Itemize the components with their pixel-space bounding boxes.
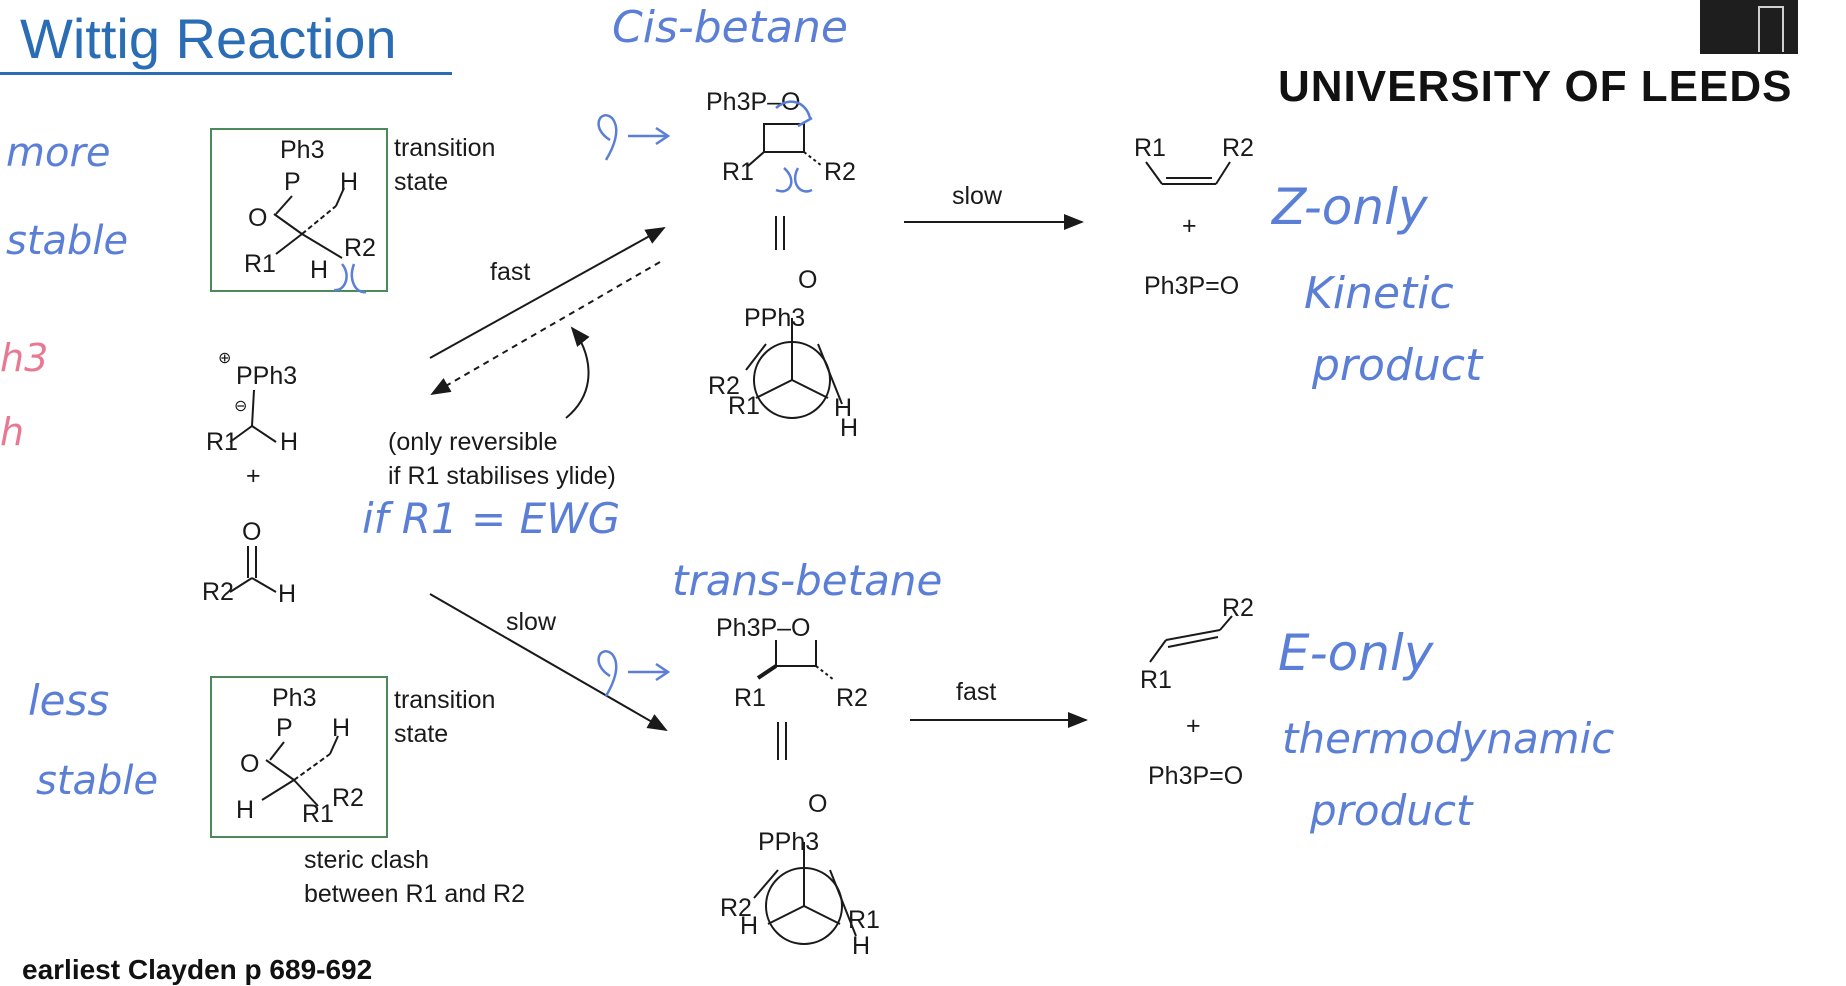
trans-newman-o: O bbox=[808, 790, 828, 818]
reversible-curved-arrow bbox=[565, 326, 590, 419]
university-name: UNIVERSITY OF LEEDS bbox=[1278, 62, 1793, 111]
top-transition-state-box bbox=[210, 128, 388, 292]
margin-fragment-2: h bbox=[0, 410, 25, 454]
reactants-plus: + bbox=[246, 462, 261, 490]
aldehyde-o: O bbox=[242, 518, 262, 546]
top-ts-h2: H bbox=[310, 256, 329, 284]
trans-newman-r2: R2 bbox=[720, 894, 752, 922]
e-byproduct: Ph3P=O bbox=[1148, 762, 1244, 790]
z-only-annotation: Z-only bbox=[1272, 178, 1428, 236]
e-alkene-r2: R2 bbox=[1222, 594, 1254, 622]
top-ts-p: P bbox=[284, 168, 301, 196]
bottom-transition-state-box bbox=[210, 676, 388, 838]
more-stable-line1: more bbox=[6, 130, 111, 176]
cis-newman-h1: H bbox=[834, 394, 853, 422]
cis-r2: R2 bbox=[824, 158, 856, 186]
e-plus: + bbox=[1186, 712, 1201, 740]
thermodynamic-product-annotation: product bbox=[1310, 786, 1473, 835]
top-ts-label-1: transition bbox=[394, 134, 496, 162]
reversible-note-2: if R1 stabilises ylide) bbox=[388, 462, 616, 490]
trans-ring-bonds bbox=[756, 640, 835, 760]
top-ts-ph3: Ph3 bbox=[280, 136, 325, 164]
ylide-r1: R1 bbox=[206, 428, 238, 456]
cis-newman-r1: R1 bbox=[728, 392, 760, 420]
forward-arrow-lower bbox=[429, 593, 668, 731]
slow-upper-label: slow bbox=[952, 182, 1003, 210]
cis-newman-h2: H bbox=[840, 414, 859, 442]
bottom-ts-bonds bbox=[261, 735, 339, 807]
bottom-ts-label-1: transition bbox=[394, 686, 496, 714]
thermodynamic-annotation: thermodynamic bbox=[1282, 714, 1615, 763]
cis-newman-r2: R2 bbox=[708, 372, 740, 400]
e-alkene-r1: R1 bbox=[1140, 666, 1172, 694]
kinetic-product-annotation: product bbox=[1312, 340, 1483, 391]
cis-betaine-annotation: Cis-betane bbox=[612, 2, 848, 53]
fast-upper-label: fast bbox=[490, 258, 531, 286]
bottom-ts-r2: R2 bbox=[332, 784, 364, 812]
handwritten-marks bbox=[333, 100, 813, 697]
bottom-ts-h2: H bbox=[236, 796, 255, 824]
bottom-ts-p: P bbox=[276, 714, 293, 742]
z-plus: + bbox=[1182, 212, 1197, 240]
cis-newman-pph3: PPh3 bbox=[744, 304, 806, 332]
minus-charge-icon: ⊖ bbox=[234, 398, 248, 415]
title-underline bbox=[0, 72, 452, 75]
aldehyde-r2: R2 bbox=[202, 578, 234, 606]
top-ts-bonds bbox=[273, 187, 345, 259]
top-ts-o: O bbox=[248, 204, 268, 232]
ylide-h: H bbox=[280, 428, 299, 456]
reactant-bonds bbox=[229, 389, 277, 593]
trans-newman-h2: H bbox=[852, 932, 871, 960]
less-stable-line2: stable bbox=[36, 758, 159, 804]
z-alkene-r2: R2 bbox=[1222, 134, 1254, 162]
top-ts-label-2: state bbox=[394, 168, 449, 196]
university-logo-icon bbox=[1700, 0, 1798, 54]
slide-title: Wittig Reaction bbox=[20, 7, 397, 70]
trans-newman-h: H bbox=[740, 912, 759, 940]
trans-r2: R2 bbox=[836, 684, 868, 712]
fast-lower-label: fast bbox=[956, 678, 997, 706]
more-stable-line2: stable bbox=[6, 218, 129, 264]
steric-clash-line2: between R1 and R2 bbox=[304, 880, 525, 908]
bottom-ts-o: O bbox=[240, 750, 260, 778]
trans-betaine-annotation: trans-betane bbox=[672, 556, 943, 605]
z-byproduct: Ph3P=O bbox=[1144, 272, 1240, 300]
z-alkene-bonds bbox=[1145, 161, 1231, 185]
trans-oxaphosphetane-top: Ph3P–O bbox=[716, 614, 811, 642]
reverse-arrow-dashed bbox=[430, 261, 661, 396]
slow-lower-label: slow bbox=[506, 608, 557, 636]
reversible-note-1: (only reversible bbox=[388, 428, 558, 456]
top-ts-r1: R1 bbox=[244, 250, 276, 278]
kinetic-annotation: Kinetic bbox=[1304, 268, 1454, 319]
bottom-ts-h: H bbox=[332, 714, 351, 742]
ewg-annotation: if R1 = EWG bbox=[362, 494, 621, 543]
cis-newman-o: O bbox=[798, 266, 818, 294]
steric-clash-line1: steric clash bbox=[304, 846, 430, 874]
trans-newman-projection bbox=[753, 842, 857, 945]
ylide-pph3: PPh3 bbox=[236, 362, 298, 390]
aldehyde-h: H bbox=[278, 580, 297, 608]
margin-fragment-1: h3 bbox=[0, 336, 49, 380]
cis-newman-projection bbox=[745, 318, 843, 419]
top-ts-r2: R2 bbox=[344, 234, 376, 262]
less-stable-line1: less bbox=[28, 676, 110, 725]
e-alkene-bonds bbox=[1149, 615, 1233, 663]
trans-newman-pph3: PPh3 bbox=[758, 828, 820, 856]
forward-arrow-upper bbox=[429, 227, 666, 359]
cis-ring-bonds bbox=[747, 123, 823, 250]
z-alkene-r1: R1 bbox=[1134, 134, 1166, 162]
plus-charge-icon: ⊕ bbox=[218, 350, 232, 367]
cis-r1: R1 bbox=[722, 158, 754, 186]
e-only-annotation: E-only bbox=[1278, 624, 1434, 682]
trans-r1: R1 bbox=[734, 684, 766, 712]
bottom-ts-label-2: state bbox=[394, 720, 449, 748]
bottom-ts-ph3: Ph3 bbox=[272, 684, 317, 712]
